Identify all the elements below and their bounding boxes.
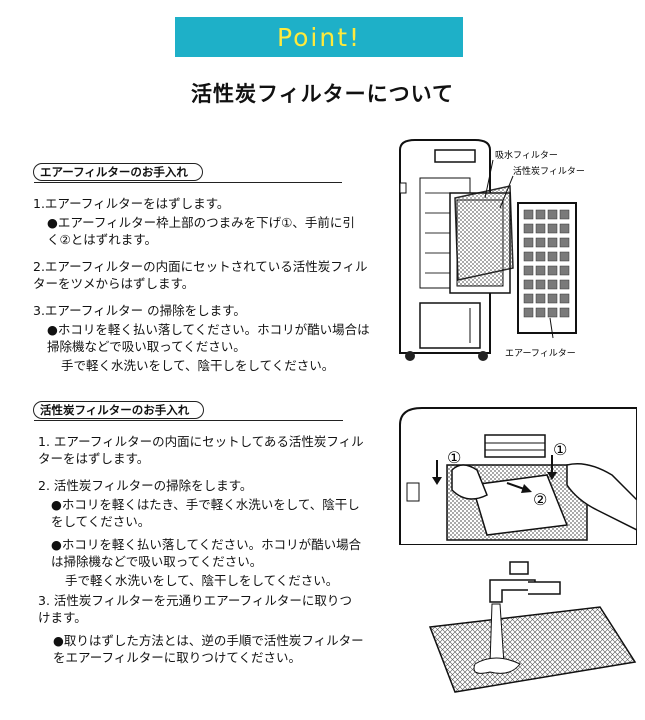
carbon-step-2-note-3: 手で軽く水洗いをして、陰干しをしてください。 (65, 573, 339, 588)
carbon-filter-section: 活性炭フィルターのお手入れ 1. エアーフィルターの内面にセットしてある活性炭フ… (33, 401, 388, 666)
label-water-filter: 吸水フィルター (495, 149, 558, 161)
air-filter-section: エアーフィルターのお手入れ 1.エアーフィルターをはずします。 ●エアーフィルタ… (33, 163, 388, 374)
carbon-step-1-text: 1. エアーフィルターの内面にセットしてある活性炭フィルターをはずします。 (38, 434, 364, 466)
carbon-filter-heading: 活性炭フィルターのお手入れ (33, 401, 344, 421)
carbon-step-2-text: 2. 活性炭フィルターの掃除をします。 (38, 478, 253, 493)
filter-diagram: 吸水フィルター 活性炭フィルター エアーフィルター (399, 139, 585, 361)
air-step-3-text: 3.エアーフィルター の掃除をします。 (33, 303, 246, 318)
carbon-step-2-note-2: ●ホコリを軽く払い落してください。ホコリが酷い場合は掃除機などで吸い取ってくださ… (51, 537, 362, 569)
point-banner-text: Point! (276, 22, 362, 52)
removal-diagram: ① ① ② (399, 407, 637, 545)
page-title: 活性炭フィルターについて (191, 82, 454, 106)
carbon-step-1: 1. エアーフィルターの内面にセットしてある活性炭フィルターをはずします。 (33, 433, 388, 467)
air-filter-heading: エアーフィルターのお手入れ (33, 163, 342, 183)
carbon-step-3-text: 3. 活性炭フィルターを元通りエアーフィルターに取りつけます。 (38, 593, 353, 625)
carbon-step-2: 2. 活性炭フィルターの掃除をします。 ●ホコリを軽くはたき、手で軽く水洗いをし… (33, 477, 388, 589)
carbon-step-3-note: ●取りはずした方法とは、逆の手順で活性炭フィルターをエアーフィルターに取りつけて… (53, 633, 364, 665)
marker-1-right: ① (553, 440, 567, 459)
carbon-step-2-note-1: ●ホコリを軽くはたき、手で軽く水洗いをして、陰干しをしてください。 (51, 497, 360, 529)
air-step-3-note-2: 手で軽く水洗いをして、陰干しをしてください。 (61, 358, 335, 373)
marker-1-left: ① (447, 448, 461, 467)
label-air-filter: エアーフィルター (505, 348, 576, 359)
air-step-1-note: ●エアーフィルター枠上部のつまみを下げ①、手前に引く②とはずれます。 (47, 215, 355, 247)
air-step-1-text: 1.エアーフィルターをはずします。 (33, 196, 230, 211)
air-step-1: 1.エアーフィルターをはずします。 ●エアーフィルター枠上部のつまみを下げ①、手… (33, 195, 388, 248)
label-carbon-filter: 活性炭フィルター (513, 165, 585, 177)
carbon-step-3: 3. 活性炭フィルターを元通りエアーフィルターに取りつけます。 ●取りはずした方… (33, 592, 388, 666)
air-step-2: 2.エアーフィルターの内面にセットされている活性炭フィルターをツメからはずします… (33, 258, 388, 292)
air-step-2-text: 2.エアーフィルターの内面にセットされている活性炭フィルターをツメからはずします… (33, 259, 368, 291)
washing-diagram (428, 561, 637, 693)
point-banner: Point! (175, 17, 463, 57)
marker-2: ② (533, 490, 547, 509)
air-step-3: 3.エアーフィルター の掃除をします。 ●ホコリを軽く払い落してください。ホコリ… (33, 302, 388, 374)
air-step-3-note-1: ●ホコリを軽く払い落してください。ホコリが酷い場合は掃除機などで吸い取ってくださ… (47, 322, 370, 354)
